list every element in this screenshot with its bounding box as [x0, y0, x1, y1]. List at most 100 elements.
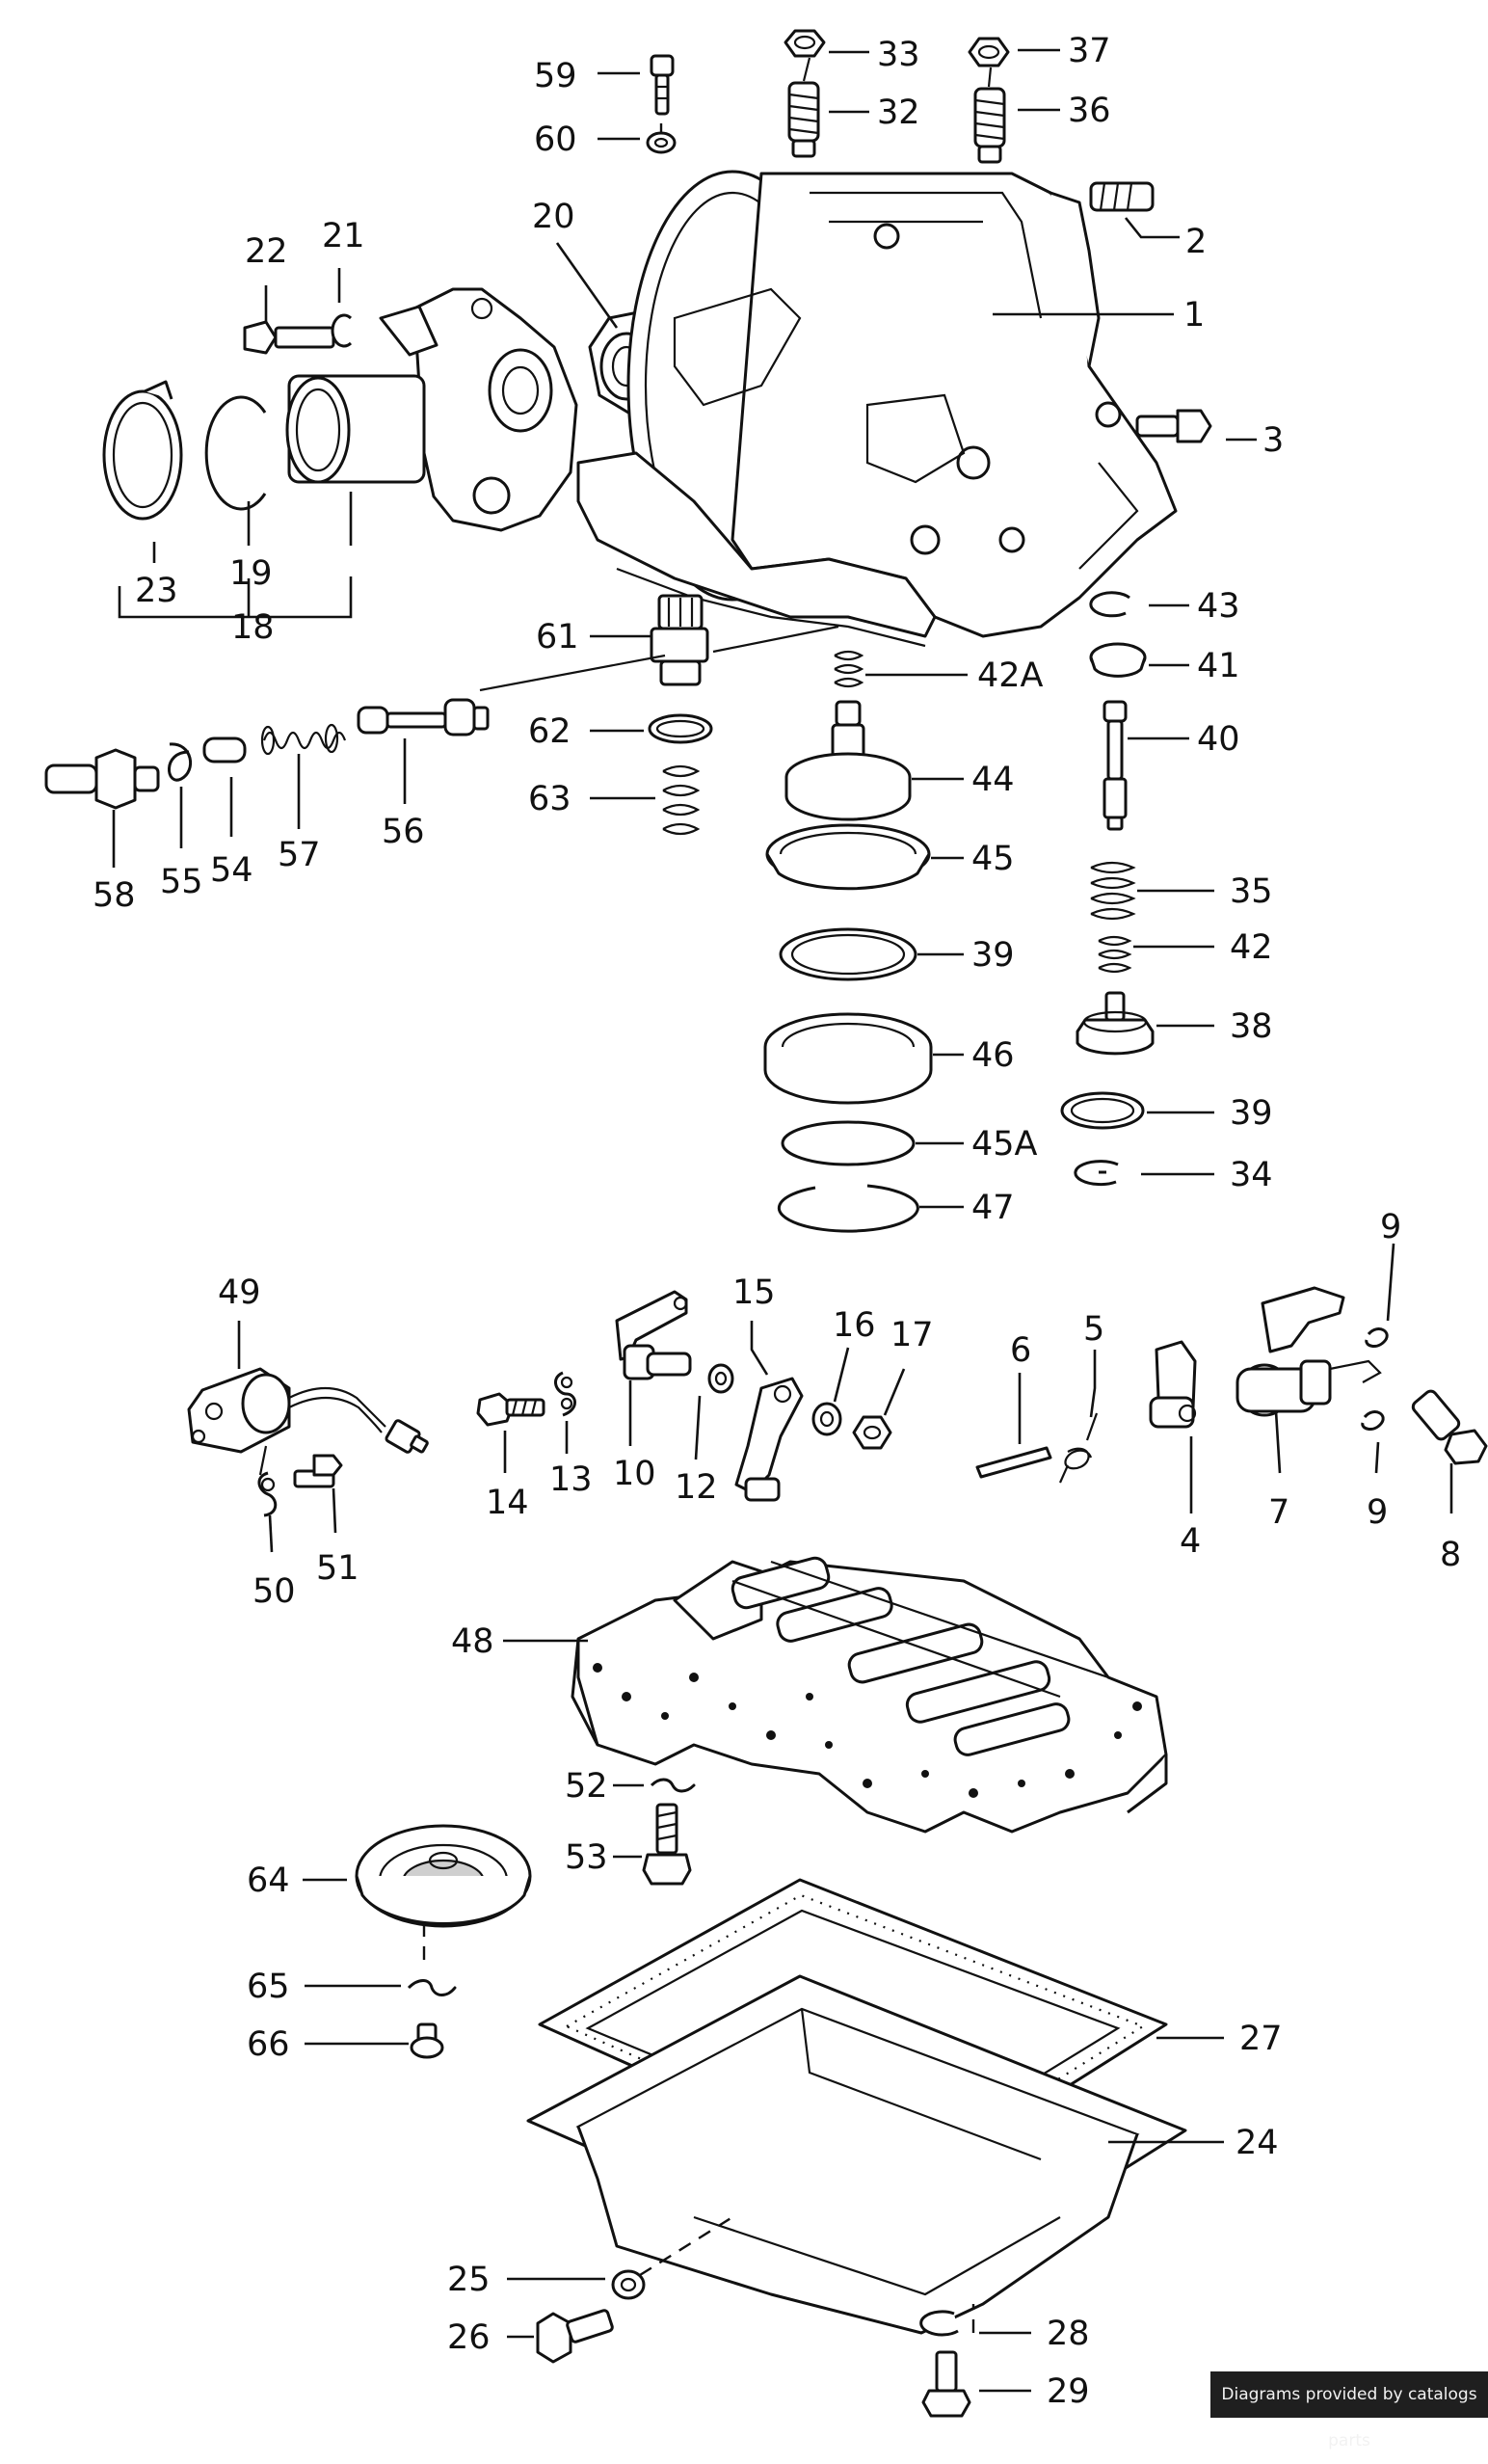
callout-23: 23 [135, 572, 178, 610]
callout-52: 52 [565, 1767, 608, 1806]
part-23-lock-plate [102, 380, 183, 521]
callout-51: 51 [316, 1549, 359, 1588]
callout-42A: 42A [977, 656, 1044, 695]
callout-17: 17 [890, 1316, 934, 1354]
callout-15: 15 [732, 1273, 776, 1312]
part-56-valve-spool [357, 698, 490, 737]
part-17-nut [852, 1415, 892, 1450]
callout-19: 19 [229, 554, 273, 593]
part-24-oil-pan [526, 1974, 1187, 2335]
part-29-bolt [921, 2350, 971, 2418]
leader-lines [112, 48, 1453, 2393]
callout-2: 2 [1185, 223, 1207, 261]
callout-5: 5 [1083, 1310, 1104, 1349]
callout-25: 25 [447, 2261, 491, 2299]
part-62-seal-ring [648, 713, 713, 744]
callout-55: 55 [160, 863, 203, 901]
part-7-kickdown-lever [1236, 1286, 1382, 1417]
part-53-bolt [642, 1803, 692, 1886]
callout-33: 33 [877, 36, 920, 74]
part-36-stud [973, 87, 1006, 164]
callout-38: 38 [1230, 1007, 1273, 1046]
part-42A-spring [834, 650, 864, 688]
callout-61: 61 [536, 618, 579, 656]
callout-34: 34 [1230, 1156, 1273, 1194]
part-6-pin [975, 1446, 1052, 1479]
part-13-clip [553, 1371, 576, 1417]
callout-47: 47 [971, 1189, 1015, 1227]
part-37-nut [968, 37, 1010, 67]
callout-39-right: 39 [1230, 1094, 1273, 1133]
callout-7: 7 [1268, 1493, 1289, 1532]
part-34-circlip [1074, 1160, 1119, 1187]
callout-49: 49 [218, 1273, 261, 1312]
part-4-manual-valve-lever [1149, 1340, 1197, 1429]
callout-35: 35 [1230, 872, 1273, 911]
callout-10: 10 [613, 1455, 656, 1493]
callout-21: 21 [322, 217, 365, 255]
callout-42: 42 [1230, 928, 1273, 967]
callout-20: 20 [532, 198, 575, 236]
part-38-piston [1076, 991, 1155, 1056]
callout-22: 22 [245, 232, 288, 271]
part-50-clip [257, 1471, 278, 1517]
part-5-spring [1058, 1412, 1099, 1484]
callout-14: 14 [486, 1484, 529, 1522]
callout-66: 66 [247, 2025, 290, 2064]
callout-9-top: 9 [1380, 1208, 1401, 1246]
callout-9-bottom: 9 [1367, 1493, 1388, 1532]
part-46-cover [763, 1012, 933, 1105]
callout-41: 41 [1197, 647, 1240, 685]
callout-18: 18 [231, 608, 275, 647]
part-65-seal [407, 1979, 457, 1996]
callout-48: 48 [451, 1622, 494, 1661]
callout-40: 40 [1197, 720, 1240, 759]
callout-27: 27 [1239, 2020, 1283, 2058]
part-12-washer [707, 1363, 734, 1394]
part-26-drain-bolt [536, 2309, 614, 2364]
callout-32: 32 [877, 94, 920, 132]
callout-59: 59 [534, 57, 577, 95]
part-28-spring-washer [919, 2310, 959, 2337]
part-33-nut [784, 29, 826, 58]
part-48-valve-body [571, 1556, 1168, 1834]
callout-57: 57 [278, 836, 321, 874]
part-35-spring [1090, 861, 1136, 921]
part-10-selector-lever [615, 1290, 692, 1380]
callout-37: 37 [1068, 32, 1111, 70]
part-8-bolt [1411, 1389, 1488, 1465]
callout-53: 53 [565, 1838, 608, 1877]
callout-62: 62 [528, 712, 571, 751]
callout-54: 54 [210, 851, 253, 890]
part-63-spring [662, 764, 701, 836]
part-1-transmission-housing [576, 170, 1178, 648]
alignment-dashed-lines [258, 57, 993, 2333]
callout-16: 16 [833, 1306, 876, 1345]
callout-29: 29 [1047, 2372, 1090, 2411]
callout-6: 6 [1010, 1331, 1031, 1370]
part-41-cap [1089, 642, 1147, 678]
part-2-stud [1089, 181, 1155, 212]
callout-63: 63 [528, 780, 571, 818]
callout-1: 1 [1183, 296, 1205, 335]
callout-8: 8 [1440, 1536, 1461, 1574]
part-42-spring [1098, 935, 1132, 974]
pump-assembly [285, 287, 578, 532]
callout-28: 28 [1047, 2315, 1090, 2353]
callout-26: 26 [447, 2318, 491, 2357]
part-45A-o-ring [781, 1120, 916, 1166]
callout-44: 44 [971, 761, 1015, 799]
part-19-circlip [204, 395, 267, 511]
callout-56: 56 [382, 813, 425, 851]
part-49-solenoid-valve [187, 1367, 429, 1454]
part-44-piston [784, 700, 912, 821]
callout-labels: 59 60 33 32 37 36 22 21 20 2 1 3 23 19 1… [93, 32, 1461, 2411]
part-60-washer [646, 131, 677, 154]
part-58-valve-plug [44, 748, 160, 810]
callout-46: 46 [971, 1036, 1015, 1075]
part-66-screw [410, 2022, 444, 2059]
valve-body-holes [593, 1663, 1142, 1798]
part-25-washer [611, 2269, 646, 2300]
